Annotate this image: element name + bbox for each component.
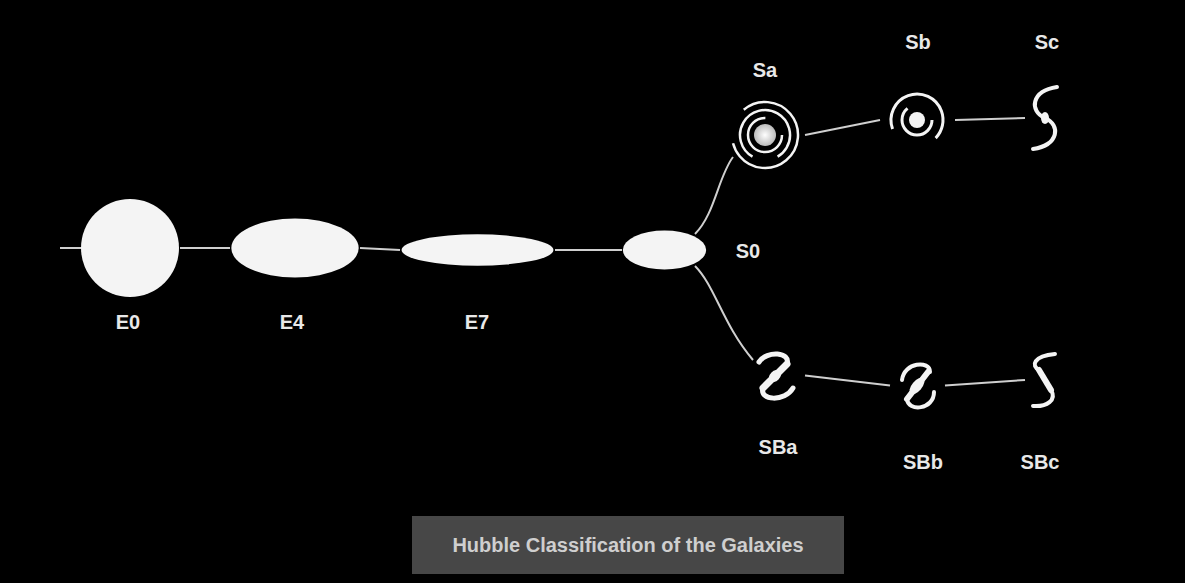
class-label: SBc: [1021, 450, 1060, 474]
axis-stub: [60, 247, 82, 249]
galaxy-shape: E0: [80, 198, 180, 298]
sequence-line: [955, 118, 1025, 120]
galaxy-illustration: [1025, 350, 1065, 410]
class-label: E0: [116, 310, 140, 334]
sequence-line: [695, 266, 753, 360]
class-label: Sc: [1035, 30, 1059, 54]
sequence-line: [360, 248, 400, 250]
sequence-line: [180, 247, 230, 249]
galaxy-illustration: [745, 348, 805, 403]
class-label: E4: [280, 310, 304, 334]
sequence-line: [695, 157, 733, 234]
galaxy-illustration: [400, 234, 555, 266]
galaxy-illustration: [1025, 83, 1065, 153]
galaxy-illustration: [80, 198, 180, 298]
class-label: SBb: [903, 450, 943, 474]
sequence-line: [555, 249, 622, 251]
class-label: Sa: [753, 58, 777, 82]
galaxy-illustration: [725, 95, 805, 175]
galaxy-shape: SBa: [745, 348, 805, 403]
caption-box: Hubble Classification of the Galaxies: [412, 516, 843, 574]
galaxy-shape: Sa: [725, 95, 805, 175]
galaxy-shape: E7: [400, 234, 555, 266]
galaxy-illustration: [622, 230, 707, 270]
galaxy-illustration: [230, 218, 360, 278]
galaxy-illustration: [880, 85, 955, 155]
galaxy-shape: S0: [622, 230, 707, 270]
class-label: Sb: [905, 30, 931, 54]
galaxy-shape: Sb: [880, 85, 955, 155]
galaxy-illustration: [890, 358, 945, 413]
sequence-line: [805, 376, 890, 386]
galaxy-shape: E4: [230, 218, 360, 278]
galaxy-shape: Sc: [1025, 83, 1065, 153]
galaxy-shape: SBc: [1025, 350, 1065, 410]
sequence-line: [805, 120, 880, 135]
class-label: SBa: [759, 435, 798, 459]
sequence-line: [945, 380, 1025, 386]
class-label: S0: [736, 239, 760, 263]
class-label: E7: [465, 310, 489, 334]
galaxy-shape: SBb: [890, 358, 945, 413]
